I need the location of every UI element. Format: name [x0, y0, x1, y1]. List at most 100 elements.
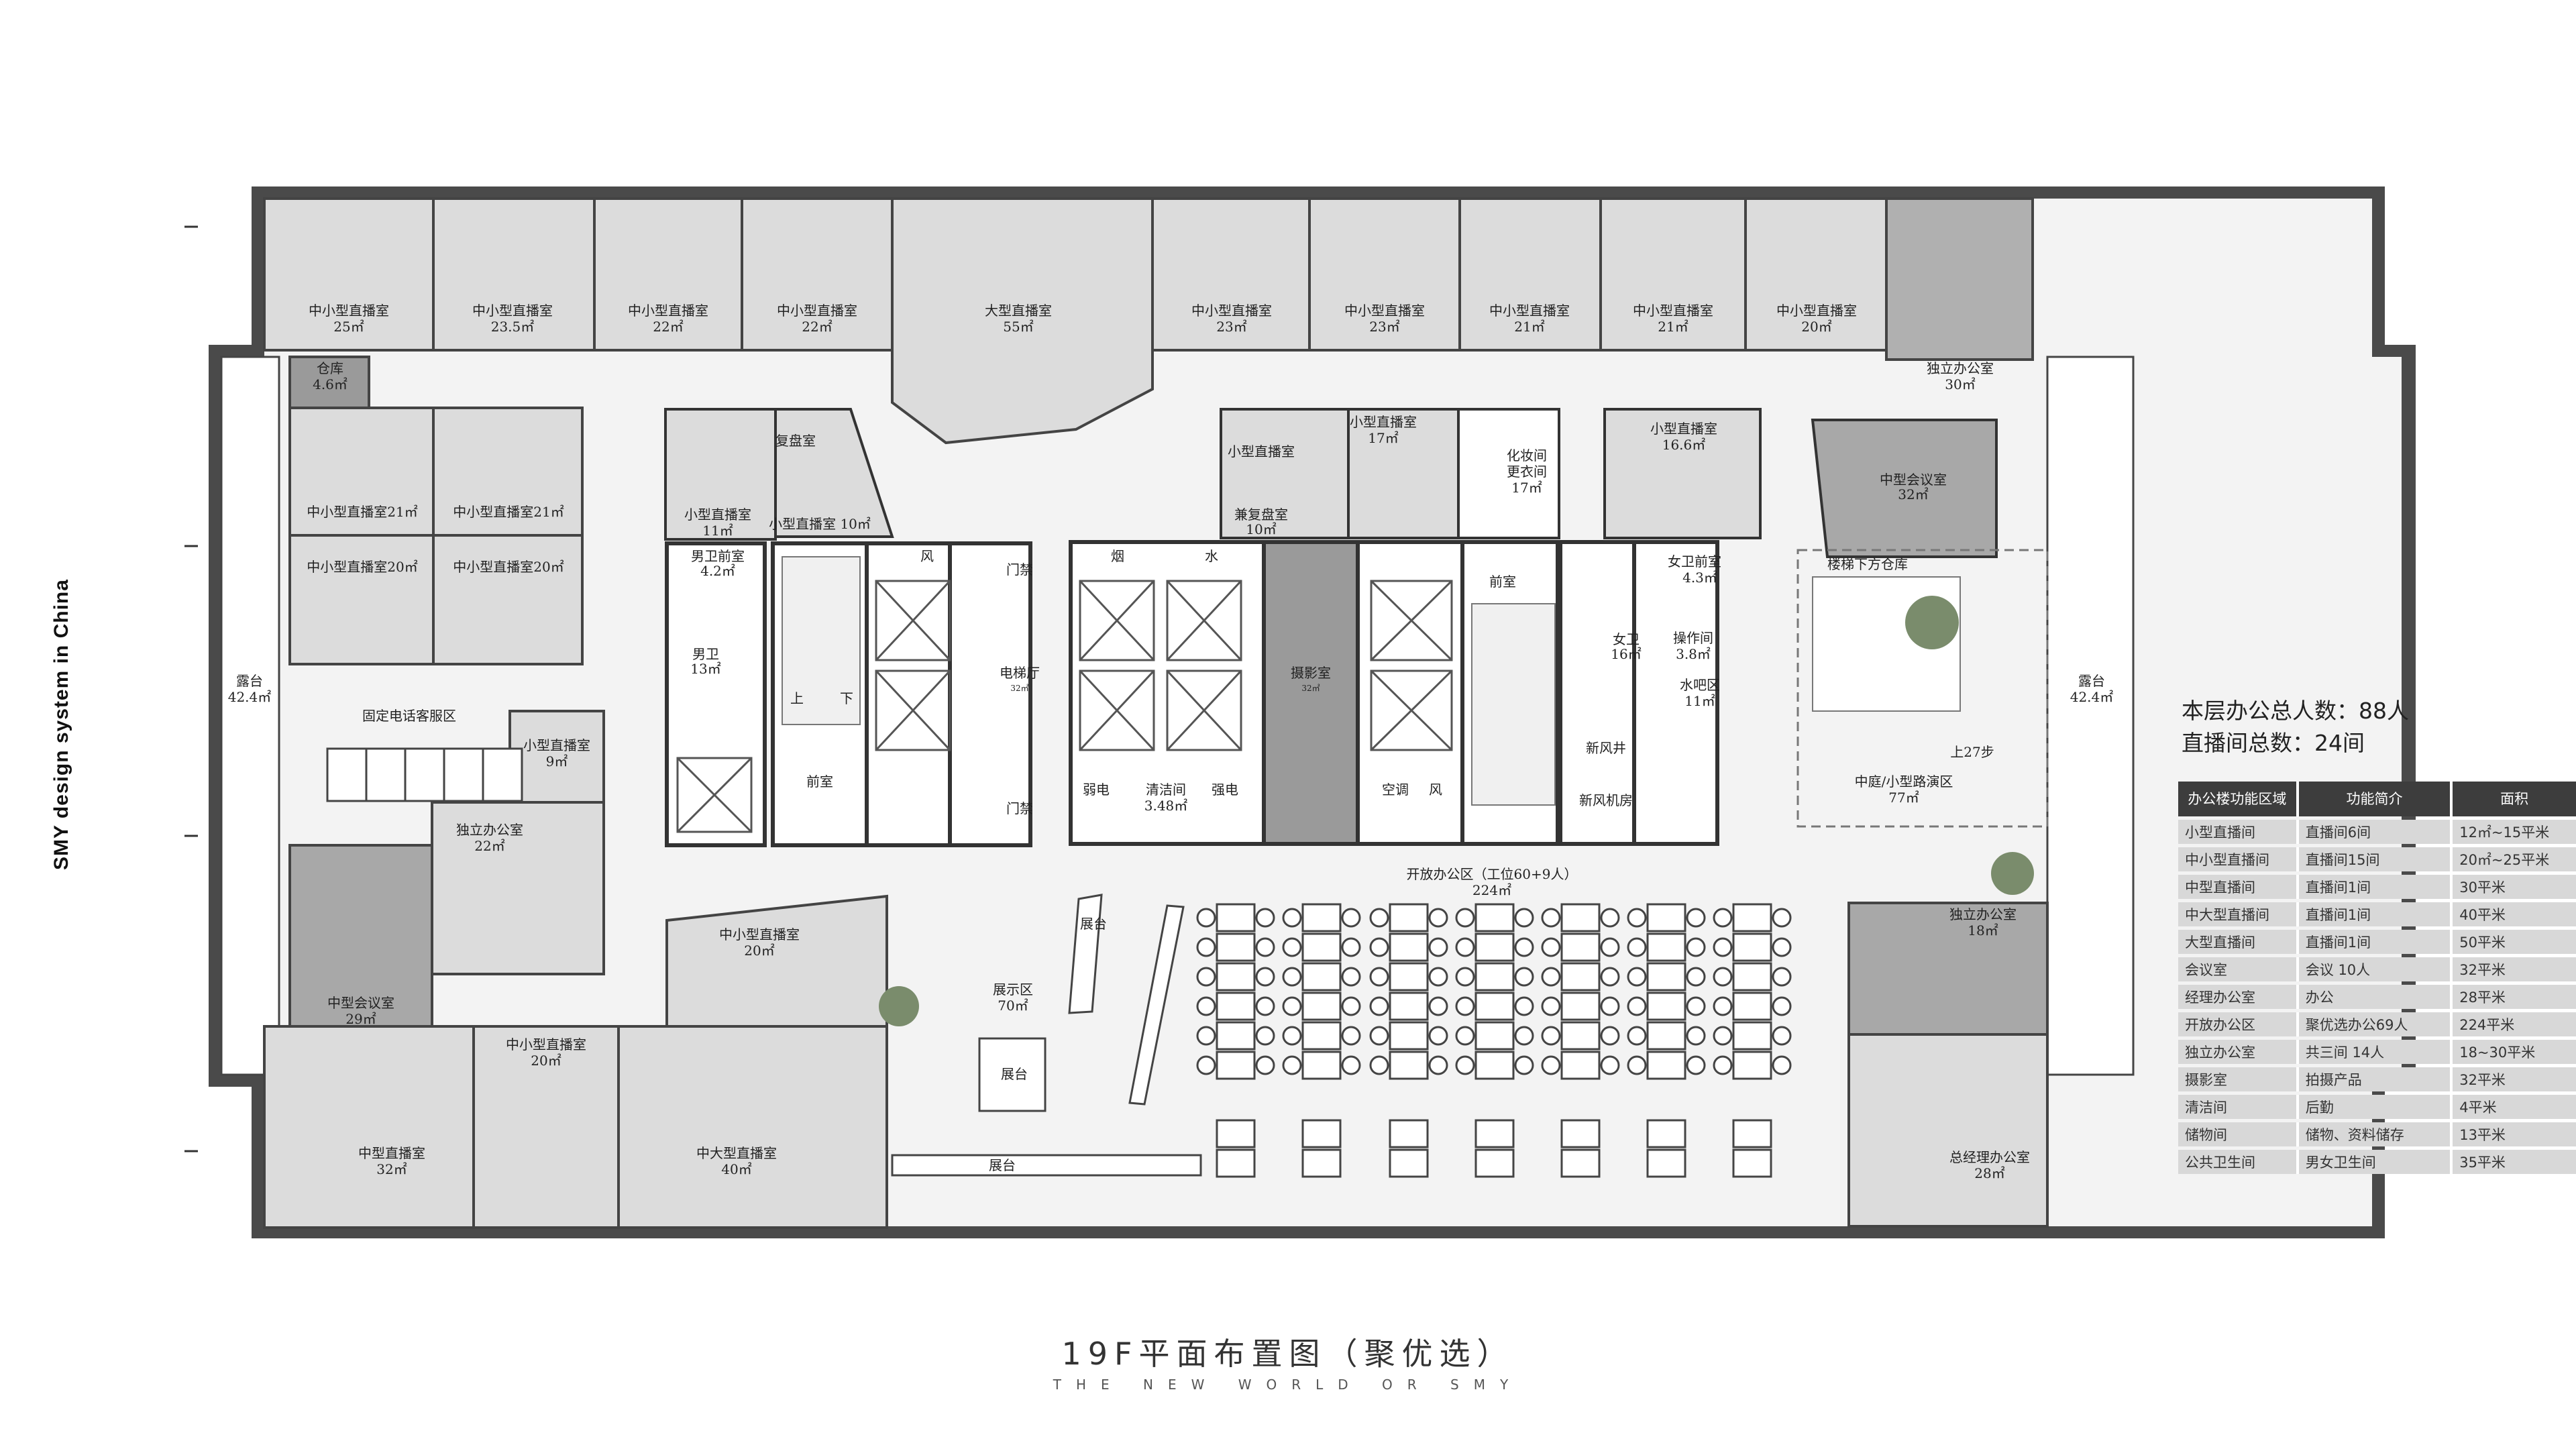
room-label: 上27步 — [1950, 744, 1994, 760]
chair — [1255, 908, 1275, 928]
desk — [1732, 1119, 1772, 1148]
chair — [1428, 908, 1448, 928]
room-label: 下 — [840, 690, 853, 706]
legend-area: 40平米 — [2450, 902, 2576, 926]
legend-area: 18~30平米 — [2450, 1040, 2576, 1064]
room-label: 小型直播室 — [1350, 414, 1417, 430]
chair — [1341, 937, 1361, 957]
room-area: 32㎡ — [376, 1161, 407, 1177]
room-label: 中小型直播室21㎡ — [307, 504, 417, 520]
legend-zone: 中小型直播间 — [2178, 847, 2296, 871]
chair — [1455, 1026, 1475, 1046]
floor-summary: 本层办公总人数：88人 直播间总数：24间 — [2182, 695, 2409, 759]
room-area: 23.5㎡ — [491, 319, 535, 335]
chair — [1600, 996, 1620, 1016]
desk — [1389, 962, 1429, 991]
room-area: 10㎡ — [1246, 521, 1276, 537]
chair — [1627, 1055, 1647, 1075]
legend-area: 50平米 — [2450, 930, 2576, 954]
chair — [1455, 967, 1475, 987]
chair — [1255, 1026, 1275, 1046]
room-area: 23㎡ — [1216, 319, 1246, 335]
room-label: 中小型直播室20㎡ — [453, 559, 564, 575]
room-area: 20㎡ — [1801, 319, 1831, 335]
room-label: 操作间 — [1673, 630, 1713, 646]
legend-area: 12㎡~15平米 — [2450, 820, 2576, 844]
desk — [1646, 903, 1686, 932]
desk — [1301, 903, 1342, 932]
desk — [1646, 1148, 1686, 1178]
desk — [1732, 962, 1772, 991]
desk — [1560, 1051, 1601, 1080]
desk — [1216, 1148, 1256, 1178]
room-area: 3.8㎡ — [1676, 646, 1711, 662]
legend-function: 直播间1间 — [2296, 875, 2451, 899]
desk — [1646, 932, 1686, 962]
room-label: 强电 — [1212, 782, 1238, 798]
room-label: 弱电 — [1083, 782, 1110, 798]
desk — [1560, 932, 1601, 962]
room-area: 32㎡ — [1898, 486, 1928, 502]
room-label: 展台 — [1001, 1066, 1028, 1082]
desk — [1732, 991, 1772, 1021]
room-label: 摄影室 — [1291, 665, 1331, 681]
chair — [1255, 1055, 1275, 1075]
room-area: 25㎡ — [333, 319, 364, 335]
chair — [1428, 1055, 1448, 1075]
room-area: 55㎡ — [1003, 319, 1033, 335]
legend-area: 4平米 — [2450, 1095, 2576, 1119]
room-label: 门禁 — [1006, 800, 1033, 816]
desk — [1474, 1119, 1515, 1148]
chair — [1627, 937, 1647, 957]
display-stands — [891, 894, 1202, 1177]
desk — [1301, 932, 1342, 962]
room-label: 展台 — [989, 1157, 1016, 1173]
chair — [1514, 1055, 1534, 1075]
room-area: 3.48㎡ — [1144, 798, 1188, 814]
desk — [1646, 991, 1686, 1021]
desk — [1560, 1021, 1601, 1051]
chair — [1369, 1026, 1389, 1046]
room-label: 中小型直播室 — [777, 303, 857, 319]
desk — [1389, 1021, 1429, 1051]
chair — [1514, 908, 1534, 928]
scale-ticks — [184, 225, 198, 1152]
chair — [1686, 937, 1706, 957]
room-label: 固定电话客服区 — [362, 708, 456, 724]
room-label: 男卫前室 — [691, 548, 745, 564]
room-area: 21㎡ — [1658, 319, 1688, 335]
legend-function: 直播间6间 — [2296, 820, 2451, 844]
room-area: 13㎡ — [690, 661, 720, 677]
room-area: 22㎡ — [653, 319, 683, 335]
total-studios: 直播间总数：24间 — [2182, 730, 2365, 756]
legend-zone: 中大型直播间 — [2178, 902, 2296, 926]
chair — [1541, 1055, 1561, 1075]
room-label: 水吧区 — [1680, 677, 1720, 693]
legend-zone: 摄影室 — [2178, 1067, 2296, 1091]
desk — [1474, 991, 1515, 1021]
legend-area: 32平米 — [2450, 957, 2576, 981]
room-area: 18㎡ — [1968, 922, 1998, 938]
chair — [1196, 908, 1216, 928]
legend-area: 35平米 — [2450, 1150, 2576, 1174]
desk — [1732, 1148, 1772, 1178]
chair — [1255, 937, 1275, 957]
room-label: 独立办公室 — [456, 822, 523, 838]
desk — [1474, 1148, 1515, 1178]
room-label: 更衣间 — [1507, 464, 1547, 480]
chair — [1428, 937, 1448, 957]
legend-function: 储物、资料储存 — [2296, 1122, 2451, 1146]
room-area: 224㎡ — [1472, 882, 1511, 898]
chair — [1455, 1055, 1475, 1075]
room-label: 小型直播室 — [1650, 421, 1717, 437]
total-staff: 本层办公总人数：88人 — [2182, 698, 2409, 724]
legend-area: 224平米 — [2450, 1012, 2576, 1036]
chair — [1282, 908, 1302, 928]
chair — [1627, 908, 1647, 928]
